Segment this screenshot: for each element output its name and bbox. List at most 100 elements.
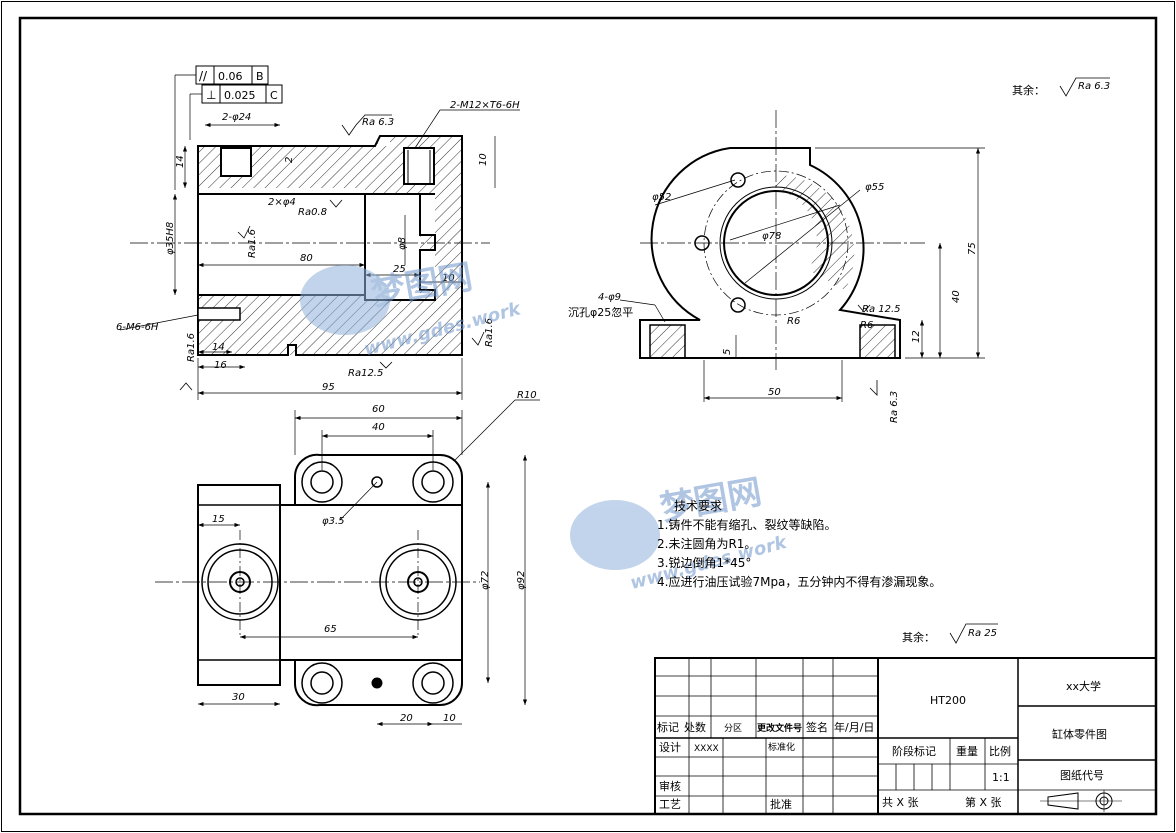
tb-scale: 1:1 [992, 771, 1010, 784]
dim-16: 16 [214, 360, 227, 371]
tb-col-mark: 标记 [657, 720, 679, 734]
dim-12: 12 [911, 330, 922, 343]
title-block-text: 标记 处数 分区 更改文件号 签名 年/月/日 设计 XXXX 标准化 审核 工… [657, 679, 1107, 811]
dim-80: 80 [300, 253, 313, 264]
top-hole-ur-inner [421, 470, 445, 494]
dim-phi52: φ52 [652, 192, 671, 203]
dim-10-top: 10 [443, 713, 456, 724]
tb-drawing-no: 图纸代号 [1060, 769, 1104, 782]
top-hole-ul-inner [310, 470, 334, 494]
front-outline [197, 135, 463, 356]
tb-sheet-no: 第 X 张 [965, 795, 1002, 809]
dim-5: 5 [722, 349, 733, 355]
dim-r10: R10 [517, 390, 537, 401]
gdt-parallel-value: 0.06 [218, 70, 243, 83]
rough-ra16b: Ra1.6 [186, 333, 197, 362]
tech-req-title: 技术要求 [674, 499, 722, 513]
gdt-parallel-symbol: // [199, 69, 208, 83]
top-hole-lr-outer [412, 662, 454, 704]
gdt-parallel-datum: B [256, 70, 264, 83]
tb-stage: 阶段标记 [892, 744, 936, 758]
rough-ra125-side: Ra 12.5 [862, 304, 901, 315]
tb-scale-label: 比例 [989, 744, 1011, 758]
top-small-hole-1 [371, 476, 383, 488]
dim-75: 75 [967, 242, 978, 255]
top-small-hole-2 [371, 677, 383, 689]
dim-2: 2 [284, 157, 295, 163]
inner-border [18, 16, 1158, 816]
rough-ra16c: Ra1.6 [484, 318, 495, 347]
global-roughness-top: 其余： Ra 6.3 [1012, 77, 1110, 97]
front-section-view [119, 65, 520, 400]
technical-requirements: 技术要求 1.铸件不能有缩孔、裂纹等缺陷。 2.未注圆角为R1。 3.锐边倒角1… [657, 499, 941, 589]
dim-2phi4: 2×φ4 [268, 197, 296, 208]
front-hatch-right [420, 194, 462, 355]
top-flange-lower [293, 659, 463, 707]
svg-text:其余：: 其余： [902, 630, 935, 644]
title-block [654, 657, 1157, 815]
side-tap-hole [197, 307, 241, 321]
dim-phi72: φ72 [480, 571, 491, 590]
side-hatch-ring [776, 174, 855, 290]
tap-hole-right [403, 147, 435, 185]
tb-row-review: 审核 [659, 779, 681, 793]
dim-40: 40 [951, 290, 962, 303]
counterbore-left [220, 147, 252, 177]
foot-hole-left [649, 324, 686, 359]
dim-40-top: 40 [372, 422, 385, 433]
rough-ra08: Ra0.8 [298, 207, 327, 218]
dim-10: 10 [478, 153, 489, 166]
tb-col-date: 年/月/日 [834, 720, 874, 734]
rough-ra125: Ra12.5 [348, 368, 383, 379]
dim-phi35: φ3.5 [322, 516, 345, 527]
tb-col-doc: 更改文件号 [757, 722, 802, 734]
tb-col-count: 处数 [684, 721, 706, 734]
front-hatch-top [198, 136, 462, 194]
dim-2phi24: 2-φ24 [222, 112, 251, 123]
tb-col-sign: 签名 [806, 720, 828, 734]
gdt-perp-symbol: ⊥ [206, 88, 216, 102]
dim-95: 95 [322, 382, 335, 393]
dim-50: 50 [768, 387, 781, 398]
dim-phi8: φ8 [397, 237, 408, 250]
gdt-perp-datum: C [270, 89, 278, 102]
foot-hole-right [859, 324, 896, 359]
dim-20: 20 [400, 713, 413, 724]
tb-weight: 重量 [956, 744, 978, 758]
tech-req-item-4: 4.应进行油压试验7Mpa，五分钟内不得有渗漏现象。 [657, 574, 941, 589]
dim-65: 65 [324, 624, 337, 635]
tech-req-item-3: 3.锐边倒角1*45° [657, 556, 751, 570]
top-boss [197, 484, 281, 686]
dim-counterbore: 沉孔φ25忽平 [568, 305, 633, 319]
tb-row-design: 设计 [659, 741, 681, 754]
dim-14b: 14 [212, 342, 225, 353]
dim-10b: 10 [442, 273, 455, 284]
dim-m12: 2-M12×T6-6H [450, 100, 520, 111]
dim-phi92: φ92 [516, 571, 527, 590]
dim-r6b: R6 [860, 320, 873, 331]
front-view-labels: // 0.06 B ⊥ 0.025 C 2-φ24 2-M12×T6-6H Ra… [116, 69, 520, 393]
rough-ra63-side: Ra 6.3 [889, 391, 900, 423]
top-hole-lr-inner [421, 671, 445, 695]
dim-r6a: R6 [787, 316, 800, 327]
side-view [619, 110, 985, 402]
inner-cavity [364, 194, 436, 301]
svg-text:Ra 6.3: Ra 6.3 [1078, 81, 1110, 92]
dim-15: 15 [212, 514, 225, 525]
tb-designer: XXXX [694, 744, 719, 754]
dim-phi78: φ78 [762, 231, 781, 242]
dim-35h8: φ35H8 [165, 222, 176, 255]
tech-req-item-1: 1.铸件不能有缩孔、裂纹等缺陷。 [657, 517, 836, 532]
tb-total-sheets: 共 X 张 [882, 796, 919, 809]
bolt-hole-1 [730, 172, 746, 188]
dim-14: 14 [175, 155, 186, 168]
tb-col-zone: 分区 [724, 723, 742, 734]
tb-row-process: 工艺 [659, 798, 681, 811]
gdt-perp-value: 0.025 [224, 89, 256, 102]
dim-m6: 6-M6-6H [116, 322, 159, 333]
dim-25: 25 [393, 264, 406, 275]
top-view [155, 399, 540, 727]
tb-part-name: 缸体零件图 [1052, 727, 1107, 741]
